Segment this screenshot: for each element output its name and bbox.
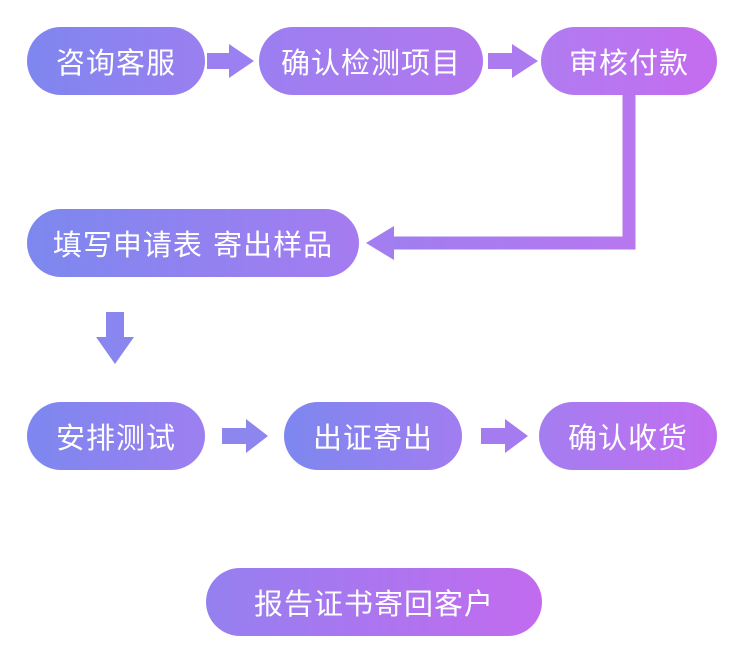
step-review-payment: 审核付款 <box>541 27 717 95</box>
arrow-right-icon <box>222 419 268 453</box>
arrow-down-icon <box>96 312 134 364</box>
arrow-right-icon <box>207 44 254 78</box>
step-issue-certificate: 出证寄出 <box>284 402 462 470</box>
step-confirm-receipt: 确认收货 <box>539 402 717 470</box>
step-fill-form-send-sample: 填写申请表 寄出样品 <box>27 209 359 277</box>
step-return-report-to-customer: 报告证书寄回客户 <box>206 568 542 636</box>
elbow-arrow-icon <box>366 94 636 260</box>
step-confirm-test-items: 确认检测项目 <box>259 27 483 95</box>
step-consult-service: 咨询客服 <box>27 27 205 95</box>
step-arrange-test: 安排测试 <box>27 402 205 470</box>
arrow-right-icon <box>481 419 528 453</box>
arrow-right-icon <box>488 44 538 78</box>
